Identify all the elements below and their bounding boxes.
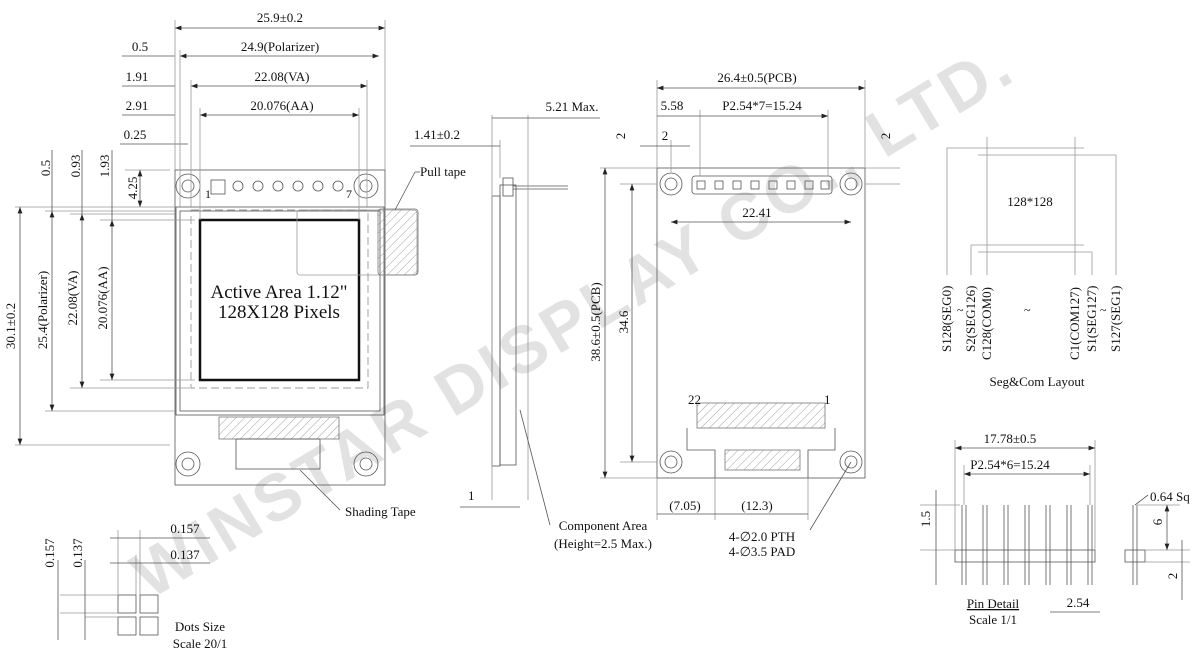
pixels-label: 128X128 Pixels: [218, 302, 340, 323]
resolution-label: 128*128: [1007, 194, 1053, 209]
side-pcb: [499, 184, 517, 466]
dim-pin-offset: 5.58: [661, 98, 684, 113]
back-header-pins: [691, 175, 833, 195]
dim-polarizer-width: 24.9(Polarizer): [241, 39, 319, 54]
fpc-pin-last: 1: [824, 392, 831, 407]
polarizer-outline: [179, 210, 381, 412]
component-height-label: (Height=2.5 Max.): [554, 536, 652, 551]
dim-2: 2: [1165, 573, 1180, 580]
seg-com-title: Seg&Com Layout: [990, 374, 1085, 389]
fpc-tail: [235, 438, 321, 470]
active-area: [198, 218, 361, 382]
dim-va-width: 22.08(VA): [254, 69, 309, 84]
pad-label: 4-∅3.5 PAD: [729, 544, 795, 559]
fpc-connector: [696, 402, 826, 429]
dim-pcb-height: 38.6±0.5(PCB): [588, 282, 603, 361]
dim-max-height: 5.21 Max.: [545, 99, 598, 114]
dim-header-width: 17.78±0.5: [984, 431, 1037, 446]
pin-label-last: 7: [346, 187, 352, 201]
module-outline: [174, 169, 386, 486]
tilde-middle: ~: [1024, 303, 1031, 317]
dim-aa-offset: 2.91: [126, 98, 149, 113]
seg-label-s2: S2(SEG126): [963, 286, 978, 352]
va-outline: [190, 209, 369, 389]
side-view: 5.21 Max. 1.41±0.2 1 Component Area (Hei…: [410, 99, 652, 551]
dim-polarizer-offset: 0.5: [132, 39, 148, 54]
seg-label-s127: S127(SEG1): [1108, 286, 1123, 352]
dot-h-size: 0.137: [170, 547, 200, 562]
back-view: 22 1 26.4±0.5(PCB) 5.58 P2.54*7=15.24 2 …: [588, 70, 900, 559]
pin-detail-title: Pin Detail: [967, 596, 1020, 611]
dim-123: (12.3): [741, 498, 772, 513]
com-label-c128: C128(COM0): [979, 287, 994, 360]
pcb-outline: [656, 167, 866, 479]
dots-scale: Scale 20/1: [173, 636, 228, 651]
component-area-label: Component Area: [559, 518, 648, 533]
dots-detail: 0.157 0.137 0.157 0.137 Dots Size Scale …: [42, 521, 227, 651]
com-label-c1: C1(COM127): [1067, 287, 1082, 360]
dim-254: 2.54: [1067, 595, 1090, 610]
dot-h-pitch: 0.157: [170, 521, 200, 536]
dim-pin-pitch: P2.54*7=15.24: [722, 98, 802, 113]
fpc-pads: [724, 449, 801, 471]
seg-label-s1: S1(SEG127): [1084, 286, 1099, 352]
dim-025: 0.25: [124, 127, 147, 142]
dim-thickness: 1.41±0.2: [414, 127, 460, 142]
dim-edge-left-h: 2: [662, 128, 669, 143]
dim-hole-v-span: 34.6: [616, 310, 631, 333]
dim-v-093: 0.93: [68, 155, 83, 178]
tilde-right: ~: [1100, 303, 1107, 317]
dim-total-width: 25.9±0.2: [257, 10, 303, 25]
dim-aa-width: 20.076(AA): [250, 98, 313, 113]
dot-v-pitch: 0.157: [42, 538, 57, 568]
pin-label-first: 1: [205, 187, 211, 201]
active-area-label: Active Area 1.12": [210, 282, 347, 303]
pin-detail-scale: Scale 1/1: [969, 612, 1017, 627]
pull-tape: [377, 208, 419, 276]
dim-aa-height: 20.076(AA): [95, 266, 110, 329]
dim-pcb-thickness: 1: [468, 488, 475, 503]
dim-hole-span: 22.41: [742, 205, 771, 220]
dim-15: 1.5: [918, 511, 933, 527]
dots-size-title: Dots Size: [175, 619, 225, 634]
dim-polarizer-height: 25.4(Polarizer): [35, 271, 50, 349]
dim-v-05: 0.5: [38, 160, 53, 176]
pth-label: 4-∅2.0 PTH: [729, 529, 795, 544]
dim-v-193: 1.93: [97, 155, 112, 178]
dim-v-425: 4.25: [125, 177, 140, 200]
dim-705: (7.05): [669, 498, 700, 513]
dot-v-size: 0.137: [70, 538, 85, 568]
shading-tape: [218, 416, 340, 440]
dim-6: 6: [1150, 518, 1165, 525]
pin-size-label: 0.64 Sq: [1150, 489, 1190, 504]
shading-tape-label: Shading Tape: [345, 504, 416, 519]
dim-edge-right-v: 2: [878, 133, 893, 140]
seg-label-s128: S128(SEG0): [939, 286, 954, 352]
pin-detail: 17.78±0.5 P2.54*6=15.24 0.64 Sq 1.5 6 2 …: [918, 431, 1190, 627]
front-view: 1 7 Active Area 1.12" 128X128 Pixels 25.…: [3, 10, 466, 519]
dim-edge-left-v: 2: [613, 133, 628, 140]
dim-header-pitch: P2.54*6=15.24: [970, 457, 1050, 472]
dim-va-height: 22.08(VA): [65, 270, 80, 325]
pcb-holes: [659, 172, 863, 474]
dim-pcb-width: 26.4±0.5(PCB): [717, 70, 796, 85]
panel-outline: [175, 206, 385, 416]
fpc-pin-first: 22: [688, 392, 701, 407]
pull-tape-label: Pull tape: [420, 164, 466, 179]
dim-total-height: 30.1±0.2: [3, 303, 18, 349]
dim-va-offset: 1.91: [126, 69, 149, 84]
header-pins: [210, 179, 344, 195]
seg-com-layout: 128*128 S128(SEG0) S2(SEG126) C128(COM0)…: [939, 137, 1123, 389]
tilde-left: ~: [957, 303, 964, 317]
